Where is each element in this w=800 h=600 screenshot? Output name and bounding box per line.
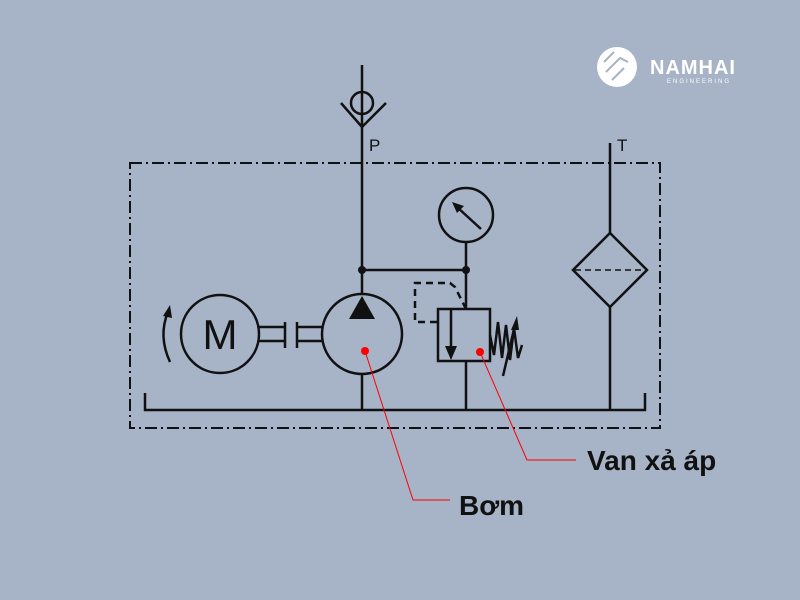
logo-circuit-icon <box>597 47 637 87</box>
pump-symbol <box>320 270 404 410</box>
filter-symbol <box>571 143 649 410</box>
relief-valve-label: Van xả áp <box>587 445 716 476</box>
motor-symbol: M <box>162 293 322 375</box>
pressure-gauge-icon <box>437 186 495 309</box>
pump-callout: Bơm <box>361 347 524 521</box>
unit-boundary <box>129 162 661 429</box>
rotation-arrow-icon <box>162 311 172 363</box>
relief-valve-callout: Van xả áp <box>476 348 716 476</box>
relief-valve-symbol <box>413 281 524 410</box>
tank-return-line <box>143 393 647 412</box>
port-p-label: P <box>369 136 380 155</box>
pump-label: Bơm <box>459 490 524 521</box>
motor-label: M <box>203 311 238 358</box>
logo: NAMHAI ENGINEERING <box>597 47 736 87</box>
logo-name: NAMHAI <box>650 57 736 79</box>
check-valve <box>340 65 387 270</box>
port-t-label: T <box>617 136 627 155</box>
logo-subtitle: ENGINEERING <box>667 79 731 85</box>
